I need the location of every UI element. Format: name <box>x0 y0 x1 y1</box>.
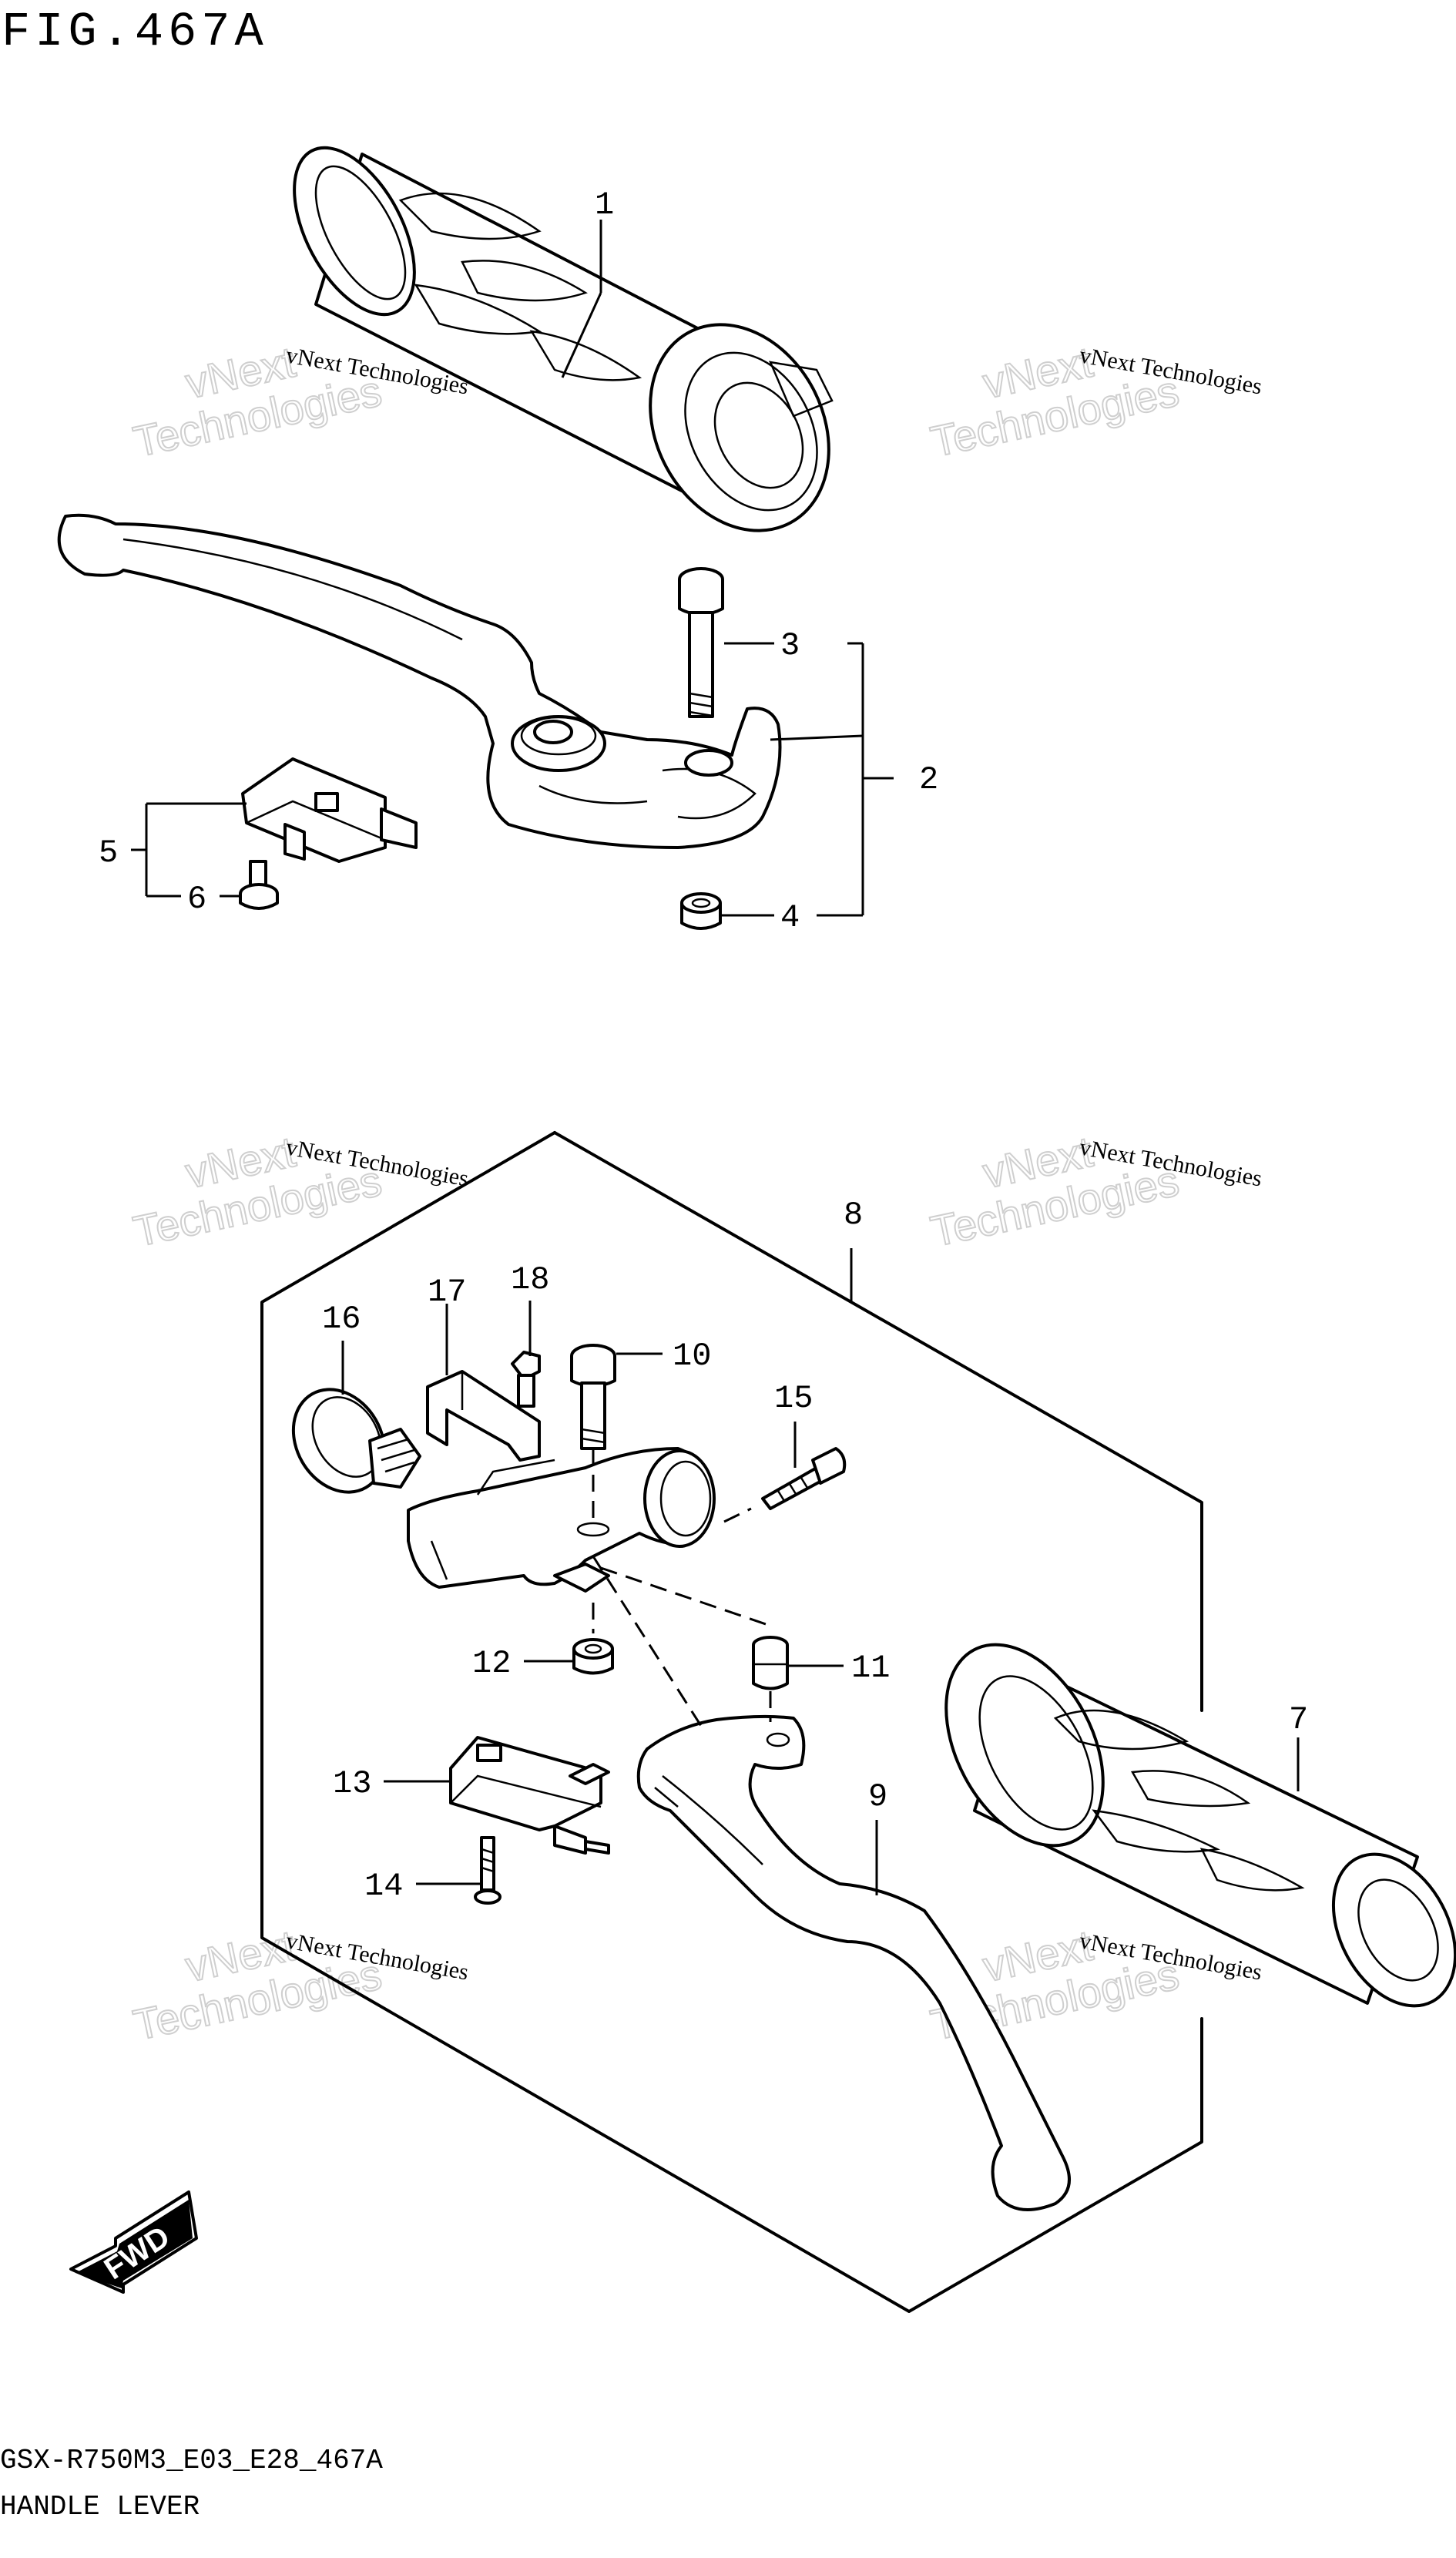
callout-8: 8 <box>844 1197 863 1234</box>
figure-title: FIG.467A <box>2 5 268 59</box>
callout-5: 5 <box>99 834 118 871</box>
watermark-mid-left: vNext Technologies <box>129 1126 387 1257</box>
callout-14: 14 <box>364 1868 403 1905</box>
callout-12: 12 <box>472 1645 511 1682</box>
callout-15: 15 <box>774 1380 813 1417</box>
assembly-guide-lines <box>592 1449 772 1727</box>
part-2-brake-lever <box>57 513 782 849</box>
callout-10: 10 <box>673 1338 711 1375</box>
part-16-adjuster <box>291 1388 421 1494</box>
top-callout-leaders <box>131 220 894 917</box>
callout-17: 17 <box>428 1274 466 1311</box>
part-18-screw <box>511 1351 541 1408</box>
bottom-callout-leaders <box>341 1301 1300 1895</box>
callout-1: 1 <box>595 186 614 223</box>
callout-labels: 1 2 3 4 5 6 7 8 9 10 11 12 13 14 15 16 1… <box>99 186 1308 1905</box>
fwd-direction-arrow: FWD <box>69 2190 198 2294</box>
callout-2: 2 <box>919 761 938 798</box>
callout-18: 18 <box>511 1261 549 1298</box>
callout-7: 7 <box>1289 1701 1308 1738</box>
part-4-nut <box>680 892 722 930</box>
watermark-mid-right: vNext Technologies <box>926 1126 1184 1257</box>
part-13-clutch-switch <box>449 1736 610 1855</box>
callout-11: 11 <box>851 1650 890 1687</box>
watermark-top-right: vNext Technologies <box>926 337 1184 467</box>
callout-4: 4 <box>780 899 800 936</box>
part-10-bolt <box>570 1344 616 1450</box>
callout-16: 16 <box>322 1301 361 1338</box>
part-12-nut <box>572 1638 614 1675</box>
part-5-brake-switch <box>241 757 418 863</box>
part-1-throttle-grip <box>293 146 834 532</box>
figure-caption: HANDLE LEVER <box>0 2491 200 2523</box>
part-7-left-grip <box>944 1643 1456 2008</box>
watermark-bottom-left: vNext Technologies <box>129 1920 387 2050</box>
part-3-pivot-bolt <box>678 567 733 777</box>
callout-13: 13 <box>333 1765 371 1802</box>
callout-6: 6 <box>187 881 206 918</box>
callout-9: 9 <box>868 1778 887 1815</box>
clutch-perch-bracket <box>407 1447 716 1593</box>
part-9-clutch-lever <box>636 1714 1071 2211</box>
callout-3: 3 <box>780 627 800 664</box>
watermark-top-left: vNext Technologies <box>129 337 387 467</box>
part-8-assembly-outline <box>260 1131 1203 2313</box>
figure-code: GSX-R750M3_E03_E28_467A <box>0 2445 383 2476</box>
part-14-screw <box>474 1836 502 1905</box>
part-6-screw <box>239 860 279 910</box>
part-15-bolt <box>761 1447 847 1510</box>
part-17-clip <box>426 1370 541 1462</box>
part-11-collar <box>752 1636 789 1690</box>
